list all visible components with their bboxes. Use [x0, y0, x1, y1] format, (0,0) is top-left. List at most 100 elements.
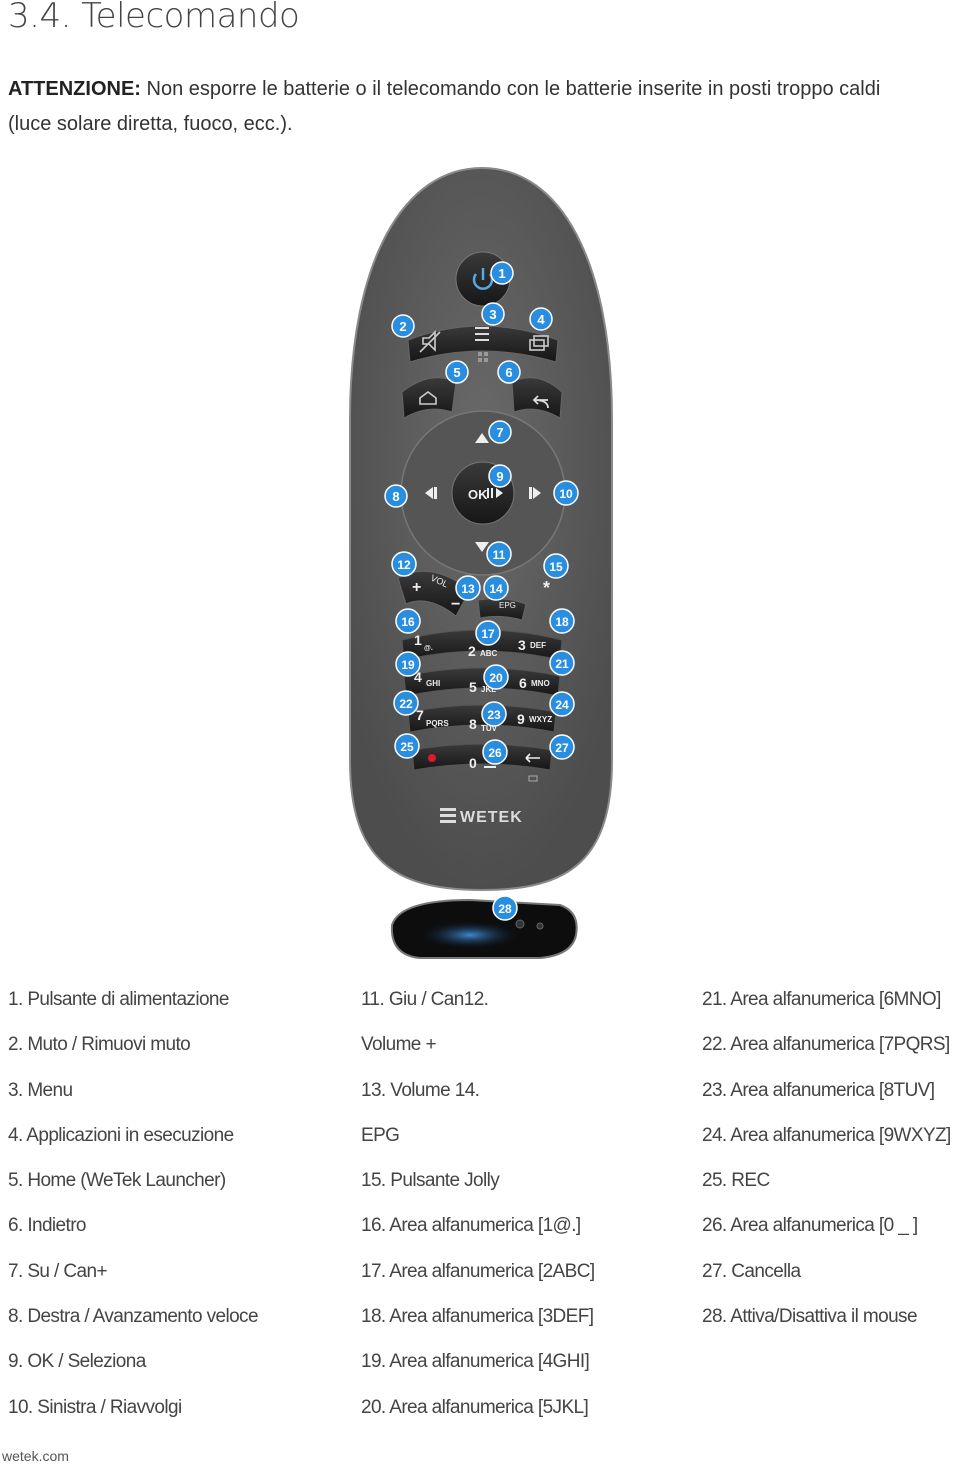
legend-column-3: 21. Area alfanumerica [6MNO] 22. Area al… [702, 985, 951, 1347]
up-arrow-icon [475, 433, 489, 443]
svg-text:24: 24 [555, 698, 569, 712]
warning-paragraph: ATTENZIONE: Non esporre le batterie o il… [8, 72, 888, 142]
svg-text:7: 7 [416, 707, 424, 723]
badge-11: 11 [486, 541, 512, 567]
svg-text:27: 27 [555, 741, 569, 755]
epg-label: EPG [499, 601, 516, 610]
home-button [401, 377, 457, 419]
svg-text:26: 26 [488, 746, 502, 760]
svg-text:14: 14 [489, 582, 503, 596]
fast-forward-icon [529, 487, 541, 499]
svg-text:23: 23 [487, 708, 501, 722]
ok-label: OK [468, 487, 488, 502]
legend-item: 28. Attiva/Disattiva il mouse [702, 1306, 918, 1328]
svg-text:18: 18 [555, 615, 569, 629]
play-pause-icon [487, 488, 503, 498]
svg-text:3: 3 [489, 307, 496, 322]
badge-7: 7 [488, 420, 512, 444]
badge-23: 23 [481, 701, 507, 727]
svg-text:13: 13 [461, 582, 475, 596]
legend-column-2: 11. Giu / Can12. Volume + 13. Volume 14.… [361, 985, 595, 1438]
badge-2: 2 [391, 314, 415, 338]
legend-item: 8. Destra / Avanzamento veloce [8, 1306, 259, 1328]
badge-9: 9 [488, 464, 512, 488]
svg-text:22: 22 [399, 697, 413, 711]
legend-item: 4. Applicazioni in esecuzione [8, 1124, 234, 1146]
badge-19: 19 [395, 651, 421, 677]
svg-text:20: 20 [489, 671, 503, 685]
legend-item: 1. Pulsante di alimentazione [8, 989, 229, 1010]
badge-26: 26 [482, 739, 508, 765]
svg-text:5: 5 [469, 679, 477, 695]
remote-illustration: OK VOL + − EPG * 1 @. 2 ABC 3 DEF 4 GHI … [349, 166, 613, 959]
badge-18: 18 [549, 608, 575, 634]
legend-item: Volume + [361, 1034, 437, 1056]
svg-text:11: 11 [493, 548, 506, 562]
menu-icon [475, 327, 489, 341]
svg-text:TUV: TUV [481, 724, 498, 733]
badge-8: 8 [384, 484, 408, 508]
warning-label: ATTENZIONE: [8, 78, 141, 100]
svg-text:JKL: JKL [481, 685, 496, 694]
svg-text:8: 8 [392, 489, 399, 504]
badge-3: 3 [481, 302, 505, 326]
badge-12: 12 [391, 551, 417, 577]
svg-text:4: 4 [414, 669, 422, 685]
svg-text:WXYZ: WXYZ [529, 715, 552, 724]
svg-text:DEF: DEF [530, 641, 546, 650]
remote-svg: OK VOL + − EPG * 1 @. 2 ABC 3 DEF 4 GHI … [349, 166, 613, 959]
legend-item: 16. Area alfanumerica [1@.] [361, 1215, 581, 1237]
badge-17: 17 [475, 620, 501, 646]
legend-column-1: 1. Pulsante di alimentazione 2. Muto / R… [8, 985, 259, 1438]
badge-25: 25 [394, 733, 420, 759]
legend-item: 20. Area alfanumerica [5JKL] [361, 1396, 589, 1418]
down-arrow-icon [475, 542, 489, 552]
keypad: 1 @. 2 ABC 3 DEF 4 GHI 5 JKL 6 MNO 7 PQR… [401, 629, 563, 782]
svg-text:19: 19 [401, 658, 415, 672]
svg-text:6: 6 [519, 675, 527, 691]
footer-url[interactable]: wetek.com [2, 1448, 69, 1464]
warning-text: Non esporre le batterie o il telecomando… [8, 78, 881, 135]
svg-text:MNO: MNO [531, 679, 550, 688]
svg-text:0: 0 [469, 755, 477, 771]
legend-item: 3. Menu [8, 1079, 73, 1101]
legend-item: 23. Area alfanumerica [8TUV] [702, 1079, 935, 1101]
svg-text:+: + [412, 579, 421, 596]
svg-text:3: 3 [518, 637, 526, 653]
legend-item: 11. Giu / Can12. [361, 989, 489, 1010]
legend-item: 21. Area alfanumerica [6MNO] [702, 989, 941, 1010]
badge-13: 13 [455, 575, 481, 601]
svg-text:17: 17 [481, 627, 495, 641]
badge-4: 4 [529, 307, 553, 331]
legend-item: 26. Area alfanumerica [0 _ ] [702, 1215, 918, 1237]
badge-10: 10 [553, 480, 579, 506]
svg-text:6: 6 [505, 365, 512, 380]
legend-item: 27. Cancella [702, 1260, 801, 1282]
svg-text:ABC: ABC [480, 649, 498, 658]
badge-27: 27 [549, 734, 575, 760]
brand-logo: WETEK [460, 809, 523, 826]
badge-20: 20 [483, 664, 509, 690]
legend-item: 6. Indietro [8, 1215, 87, 1237]
badge-15: 15 [543, 553, 569, 579]
svg-text:12: 12 [397, 558, 411, 572]
badge-1: 1 [490, 261, 514, 285]
badge-16: 16 [395, 608, 421, 634]
legend-item: 2. Muto / Rimuovi muto [8, 1034, 191, 1056]
svg-text:PQRS: PQRS [426, 719, 449, 728]
svg-text:16: 16 [401, 615, 415, 629]
brand-icon [440, 808, 456, 823]
legend-item: EPG [361, 1124, 400, 1146]
back-icon [532, 395, 549, 409]
svg-text:5: 5 [453, 365, 460, 380]
svg-text:2: 2 [399, 319, 406, 334]
legend-item: 19. Area alfanumerica [4GHI] [361, 1351, 590, 1373]
badge-5: 5 [445, 360, 469, 384]
badge-24: 24 [549, 691, 575, 717]
svg-text:15: 15 [549, 560, 563, 574]
legend-item: 5. Home (WeTek Launcher) [8, 1170, 226, 1192]
badge-28: 28 [492, 895, 518, 921]
section-title: 3.4. Telecomando [8, 0, 300, 36]
home-icon [419, 391, 437, 405]
svg-text:1: 1 [498, 266, 505, 281]
